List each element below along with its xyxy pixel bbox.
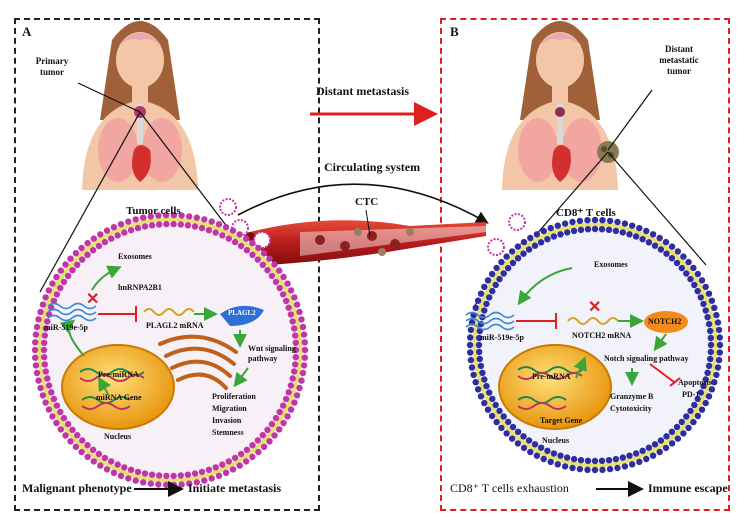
cd8-cells-label: CD8⁺ T cells [556,207,616,219]
footer-right-a: Initiate metastasis [188,481,281,495]
mirna-strand-b [465,311,515,331]
plagl2-mrna-label: PLAGL2 mRNA [146,321,204,330]
mirna-strand-a [47,302,97,322]
mirna-label-b: miR-519e-5p [480,333,524,342]
circulation-arrow [237,183,489,224]
pre-mirna-label: Pre-miRNA [98,370,139,379]
blood-vessel [242,220,486,266]
nucleus-label-b: Nucleus [542,436,570,445]
pre-mrna-label: Pre-mRNA [532,372,571,381]
footer-left-b: CD8⁺ T cells exhaustion [450,481,569,495]
exosomes-label-a: Exosomes [118,252,152,261]
plagl2-label: PLAGL2 [228,309,256,317]
outcome-2: Migration [212,404,247,413]
mirna-label-a: miR-519e-5p [44,323,88,332]
plagl2-mrna-strand [143,308,195,316]
circulating-system-label: Circulating system [324,160,421,174]
notch2-protein-icon [644,311,688,333]
cell-b-membrane-dots [466,216,724,474]
notch2-mrna-label: NOTCH2 mRNA [572,331,632,340]
exosomes-label-b: Exosomes [594,260,628,269]
nucleus-label-a: Nucleus [104,432,132,441]
footer-right-b: Immune escape [648,481,728,495]
panel-b-letter: B [450,24,459,39]
block-x-b: ✕ [588,299,601,316]
distant-metastasis-label: Distant metastasis [316,84,409,98]
granzyme-label: Granzyme B [610,392,654,401]
tumor-cells-label: Tumor cells [126,205,181,217]
notch-pathway-label: Notch signaling pathway [604,354,689,363]
panel-a-letter: A [22,24,32,39]
hnrnpa2b1-label: hnRNPA2B1 [118,283,162,292]
plagl2-protein-icon [220,305,264,326]
notch2-mrna-strand [567,317,619,325]
ctc-label: CTC [355,196,379,208]
golgi-icon [158,334,238,390]
human-figure-b [502,21,619,190]
cytotoxicity-label: Cytotoxicity [610,404,652,413]
apoptosis-label: Apoptosis [678,378,712,387]
mirna-gene-label: miRNA Gene [96,393,142,402]
wnt-label: Wnt signaling pathway [248,344,296,363]
panel-b-border [440,18,730,511]
block-x-a: ✕ [86,291,99,308]
notch2-label: NOTCH2 [648,317,682,326]
outcome-4: Stemness [212,428,244,437]
pd1-label: PD-1 [682,390,700,399]
distant-tumor-label: Distant metastatic tumor [659,44,699,76]
panel-a-border [14,18,320,511]
cell-a-membrane-dots [31,211,309,489]
nucleus-a [61,344,175,430]
footer-left-a: Malignant phenotype [22,481,132,495]
outcome-1: Proliferation [212,392,256,401]
target-gene-label: Target Gene [540,416,583,425]
primary-tumor-label: Primary tumor [35,56,69,77]
outcome-3: Invasion [212,416,242,425]
